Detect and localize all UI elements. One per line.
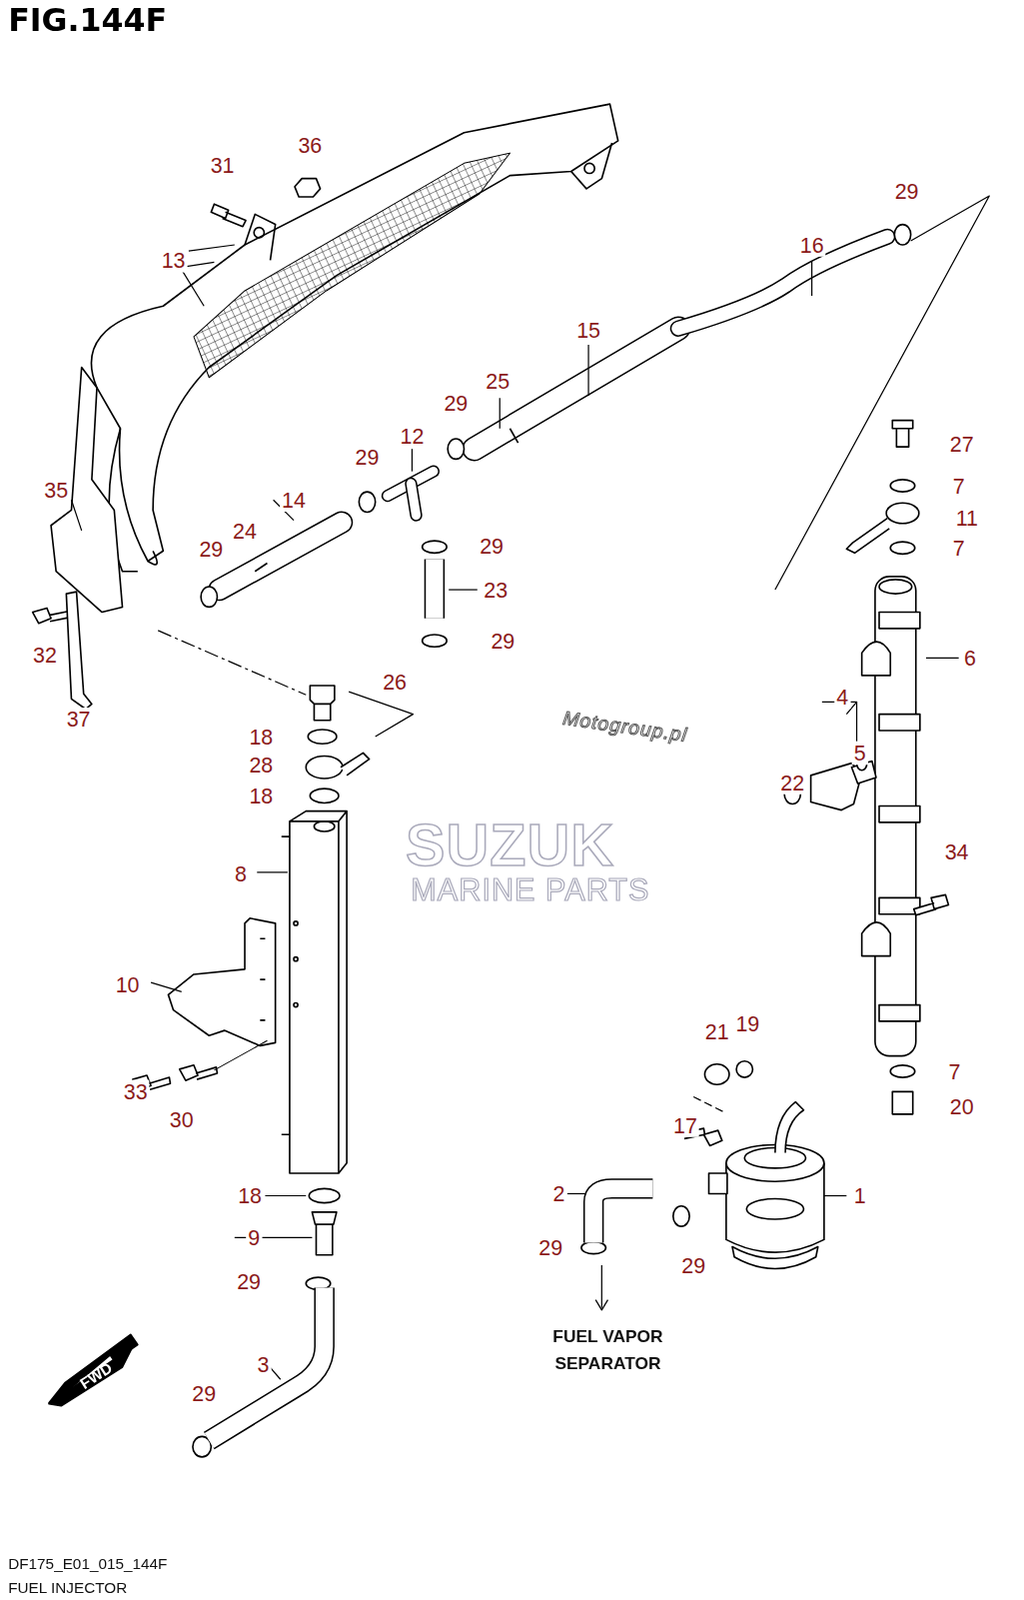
callout-number: 12 [397, 423, 426, 447]
callout-number: 20 [948, 1094, 977, 1118]
callout-number: 24 [230, 518, 259, 542]
callout-number: 29 [488, 628, 517, 652]
callout-number: 29 [893, 178, 922, 202]
callout-number: 29 [189, 1381, 218, 1405]
callout-number: 29 [234, 1269, 263, 1293]
callout-number: 32 [30, 643, 59, 667]
figure-title: FIG.144F [7, 4, 167, 37]
direction-label: FWD [76, 1358, 115, 1391]
callout-number: 29 [679, 1252, 708, 1276]
callout-number: 22 [778, 770, 807, 794]
callout-number: 34 [943, 840, 972, 864]
callout-number: 7 [947, 1058, 964, 1082]
callout-number: 4 [834, 685, 851, 709]
callout-number: 2 [550, 1181, 567, 1205]
callout-number: 23 [481, 577, 510, 601]
callout-number: 37 [64, 707, 93, 731]
note-text: FUEL INJECTOR [7, 1579, 127, 1595]
callout-number: 29 [441, 391, 470, 415]
callout-number: 10 [113, 972, 142, 996]
callout-number: 28 [246, 753, 275, 777]
callout-number: 3 [254, 1351, 271, 1375]
callout-number: 8 [232, 861, 249, 885]
watermark: Motogroup.pl [561, 708, 689, 746]
note-text: FUEL VAPOR [552, 1327, 663, 1345]
callout-number: 19 [733, 1011, 762, 1034]
callout-number: 29 [353, 445, 382, 469]
callout-number: 29 [477, 533, 506, 557]
callout-number: 30 [167, 1106, 196, 1130]
callout-number: 16 [798, 232, 827, 256]
watermark: SUZUK [405, 815, 615, 875]
callout-number: 13 [159, 248, 188, 272]
callout-number: 18 [246, 784, 275, 808]
callout-number: 9 [245, 1225, 262, 1249]
callout-number: 18 [246, 724, 275, 748]
callout-number: 21 [703, 1019, 732, 1042]
callout-number: 29 [196, 537, 225, 561]
callout-number: 33 [121, 1079, 150, 1103]
callout-number: 6 [962, 646, 979, 670]
callout-number: 1 [852, 1183, 869, 1207]
callout-number: 7 [951, 473, 968, 497]
callout-number: 27 [948, 431, 977, 455]
callout-number: 18 [235, 1183, 264, 1207]
callout-number: 17 [671, 1112, 700, 1136]
callout-number: 15 [574, 318, 603, 342]
callout-number: 7 [951, 535, 968, 559]
callout-number: 26 [380, 669, 409, 693]
watermark: MARINE PARTS [410, 875, 650, 907]
note-text: SEPARATOR [554, 1353, 661, 1371]
callout-number: 5 [852, 741, 869, 765]
callout-number: 36 [295, 132, 324, 156]
callout-number: 29 [536, 1235, 565, 1259]
callout-number: 31 [208, 153, 237, 177]
callout-number: 25 [483, 369, 512, 393]
note-text: DF175_E01_015_144F [7, 1554, 167, 1570]
callout-number: 14 [279, 488, 308, 512]
callout-number: 11 [954, 506, 981, 530]
callout-number: 35 [41, 477, 70, 501]
